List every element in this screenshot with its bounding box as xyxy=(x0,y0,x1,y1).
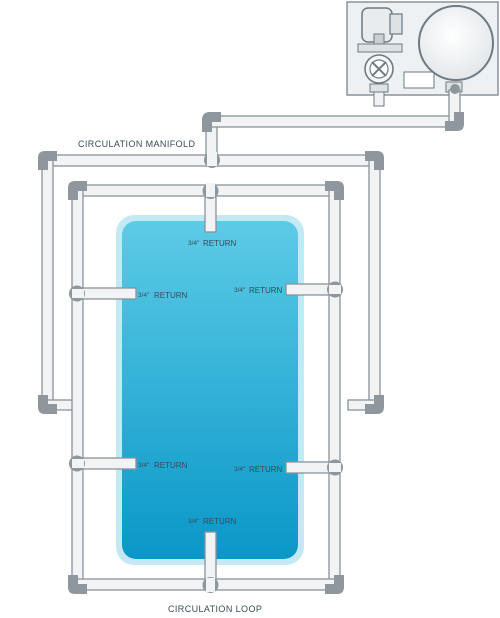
return-line-lower-left xyxy=(69,455,137,472)
return-text-label: RETURN xyxy=(203,239,237,248)
return-text-label: RETURN xyxy=(203,517,237,526)
circulation-manifold-label: CIRCULATION MANIFOLD xyxy=(78,139,195,149)
feed-line-pipe xyxy=(202,84,464,168)
return-label-upper-right: 3/4" RETURN xyxy=(234,286,283,295)
return-size-label: 3/4" xyxy=(138,292,150,299)
filter-tank-icon xyxy=(418,5,494,81)
return-label-bottom: 3/4" RETURN xyxy=(188,517,237,526)
return-line-bottom xyxy=(202,531,219,593)
pool xyxy=(116,215,304,565)
return-size-label: 3/4" xyxy=(188,518,200,525)
return-text-label: RETURN xyxy=(249,465,283,474)
return-text-label: RETURN xyxy=(154,291,188,300)
return-label-top: 3/4" RETURN xyxy=(188,239,237,248)
return-label-upper-left: 3/4" RETURN xyxy=(138,291,188,300)
return-line-upper-right xyxy=(285,281,343,298)
return-size-label: 3/4" xyxy=(138,462,150,469)
pump-icon xyxy=(357,7,403,53)
circulation-loop-label: CIRCULATION LOOP xyxy=(168,604,262,614)
valve-icon xyxy=(364,54,394,107)
return-text-label: RETURN xyxy=(249,286,283,295)
return-line-lower-right xyxy=(285,459,343,476)
return-line-upper-left xyxy=(69,285,137,302)
return-label-lower-left: 3/4" RETURN xyxy=(138,461,188,470)
return-text-label: RETURN xyxy=(154,461,188,470)
return-size-label: 3/4" xyxy=(188,240,200,247)
return-line-top xyxy=(202,183,219,233)
return-size-label: 3/4" xyxy=(234,287,246,294)
control-box xyxy=(403,71,435,89)
return-size-label: 3/4" xyxy=(234,466,246,473)
equipment-pad xyxy=(346,1,499,107)
return-label-lower-right: 3/4" RETURN xyxy=(234,465,283,474)
